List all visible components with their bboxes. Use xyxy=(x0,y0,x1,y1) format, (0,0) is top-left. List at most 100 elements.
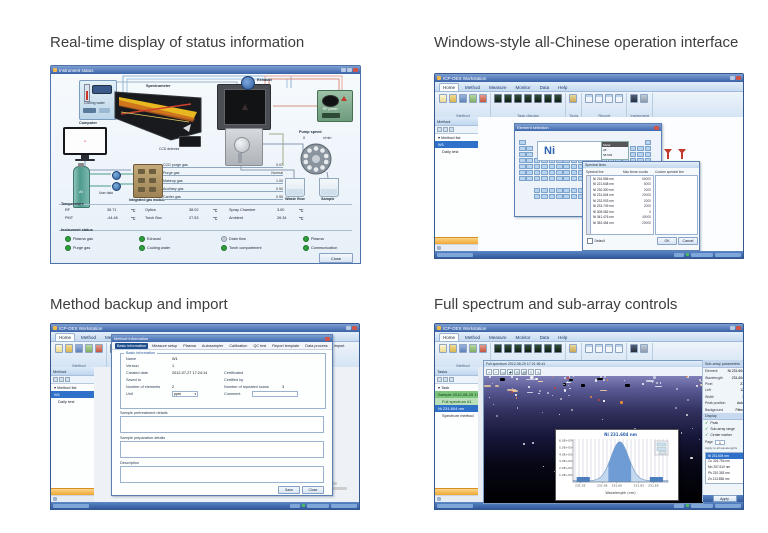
open-file-icon[interactable] xyxy=(449,94,457,103)
ribbon-tab-help[interactable]: Help xyxy=(558,335,568,340)
dialog-menu-item[interactable]: Import xyxy=(333,343,345,348)
save-file-icon[interactable] xyxy=(459,344,467,353)
new-file-icon[interactable] xyxy=(439,94,447,103)
element-cell[interactable] xyxy=(644,145,652,152)
close-icon[interactable] xyxy=(736,326,741,330)
element-cell[interactable] xyxy=(519,163,526,170)
pan-icon[interactable]: ✚ xyxy=(507,368,513,375)
wand-icon[interactable] xyxy=(569,344,577,353)
settings-icon[interactable] xyxy=(640,344,649,353)
element-cell[interactable] xyxy=(526,169,533,176)
filter-funnel-icon[interactable] xyxy=(678,149,686,159)
save-file-icon[interactable] xyxy=(459,94,467,103)
element-cell[interactable] xyxy=(570,169,578,176)
save-button[interactable]: Save xyxy=(278,486,300,494)
open-file-icon[interactable] xyxy=(65,344,73,353)
element-cell[interactable] xyxy=(541,193,548,200)
section-textarea[interactable] xyxy=(120,466,324,483)
close-button[interactable]: Close xyxy=(319,253,353,263)
print-icon[interactable]: ≡ xyxy=(528,368,534,375)
element-cell[interactable] xyxy=(541,187,548,194)
cancel-button[interactable]: Cancel xyxy=(678,237,698,245)
sidebar-toolbar[interactable] xyxy=(435,376,478,384)
tool-icon[interactable] xyxy=(59,377,64,382)
delete-file-icon[interactable] xyxy=(95,344,103,353)
tool-icon[interactable] xyxy=(449,127,454,132)
screen-icon[interactable] xyxy=(504,94,512,103)
import-file-icon[interactable] xyxy=(469,94,477,103)
ribbon-tab-measure[interactable]: Measure xyxy=(489,85,507,90)
dialog-menu-item[interactable]: Data process xyxy=(305,343,328,348)
element-cell[interactable] xyxy=(533,169,541,176)
sidebar-footer-item[interactable] xyxy=(51,495,94,502)
spectrum-title-bar[interactable]: Full spectrum 2012-08-29 17:21:36 #1 xyxy=(484,361,703,367)
screen-icon[interactable] xyxy=(534,94,542,103)
element-cell[interactable] xyxy=(555,193,563,200)
import-file-icon[interactable] xyxy=(469,344,477,353)
new-file-icon[interactable] xyxy=(439,344,447,353)
apply-button[interactable]: Apply xyxy=(712,495,737,502)
title-bar[interactable]: ICP-OES Workstation xyxy=(435,324,743,332)
ribbon-tab-method[interactable]: Method xyxy=(465,85,481,90)
element-cell[interactable] xyxy=(541,175,548,182)
screen-icon[interactable] xyxy=(544,344,552,353)
ribbon-tab-data[interactable]: Data xyxy=(539,85,550,90)
tree-item[interactable]: Sample 2012-08-29 17:21 xyxy=(435,391,478,398)
ribbon-tab-measure[interactable]: Measure xyxy=(489,335,507,340)
element-cell[interactable] xyxy=(637,151,644,158)
screen-icon[interactable] xyxy=(524,344,532,353)
tree-item[interactable]: ▾ Task xyxy=(438,385,450,390)
maximize-icon[interactable] xyxy=(347,68,352,72)
element-cell[interactable] xyxy=(637,145,644,152)
import-file-icon[interactable] xyxy=(85,344,93,353)
screen-icon[interactable] xyxy=(524,94,532,103)
window-controls[interactable] xyxy=(730,76,741,80)
close-button[interactable]: Close xyxy=(302,486,324,494)
element-cell[interactable] xyxy=(570,187,578,194)
ribbon-tab-monitor[interactable]: Monitor xyxy=(515,335,531,340)
tree-item[interactable]: ▾ Method list xyxy=(438,135,461,140)
sidebar-toolbar[interactable] xyxy=(51,376,94,384)
report-icon[interactable] xyxy=(615,94,624,103)
display-option[interactable]: ✓Sub-array range xyxy=(703,426,743,432)
ribbon-tab-data[interactable]: Data xyxy=(539,335,550,340)
screen-icon[interactable] xyxy=(494,344,502,353)
filter-funnel-icon[interactable] xyxy=(664,149,672,159)
cooling-button[interactable] xyxy=(83,108,96,113)
dialog-menu-item[interactable]: Autosampler xyxy=(201,343,224,348)
dialog-title-bar[interactable]: Method information xyxy=(112,335,332,342)
tree-item[interactable]: W1 xyxy=(51,391,94,398)
tree-item[interactable]: Daily test xyxy=(442,149,459,154)
minimize-icon[interactable] xyxy=(346,326,351,330)
sidebar-footer-item[interactable] xyxy=(435,495,478,502)
element-cell[interactable] xyxy=(541,169,548,176)
element-cell[interactable] xyxy=(644,140,652,146)
minimize-icon[interactable] xyxy=(730,76,735,80)
dialog-menu-item[interactable]: QC test xyxy=(253,343,267,348)
report-icon[interactable] xyxy=(585,344,594,353)
element-cell[interactable] xyxy=(555,169,563,176)
element-cell[interactable] xyxy=(629,151,637,158)
window-controls[interactable] xyxy=(346,326,357,330)
ribbon-tab-home[interactable]: Home xyxy=(439,333,460,341)
element-cell[interactable] xyxy=(548,175,556,182)
display-option[interactable]: ✓Peak xyxy=(703,420,743,426)
element-cell[interactable] xyxy=(555,163,563,170)
element-cell[interactable] xyxy=(519,151,526,158)
zoom-in-icon[interactable]: + xyxy=(486,368,492,375)
tool-icon[interactable] xyxy=(449,377,454,382)
delete-file-icon[interactable] xyxy=(479,94,487,103)
section-textarea[interactable] xyxy=(120,441,324,458)
screen-icon[interactable] xyxy=(534,344,542,353)
dialog-menu-item[interactable]: Plasma xyxy=(183,343,196,348)
report-icon[interactable] xyxy=(605,344,614,353)
wavelength-list-item[interactable]: Mn 257.610 nm xyxy=(708,465,731,470)
dialog-menu-item[interactable]: Calibration xyxy=(229,343,248,348)
element-cell[interactable] xyxy=(570,175,578,182)
close-icon[interactable] xyxy=(353,68,358,72)
zoom-window-icon[interactable]: ▭ xyxy=(500,368,506,375)
element-cell[interactable] xyxy=(519,145,526,152)
